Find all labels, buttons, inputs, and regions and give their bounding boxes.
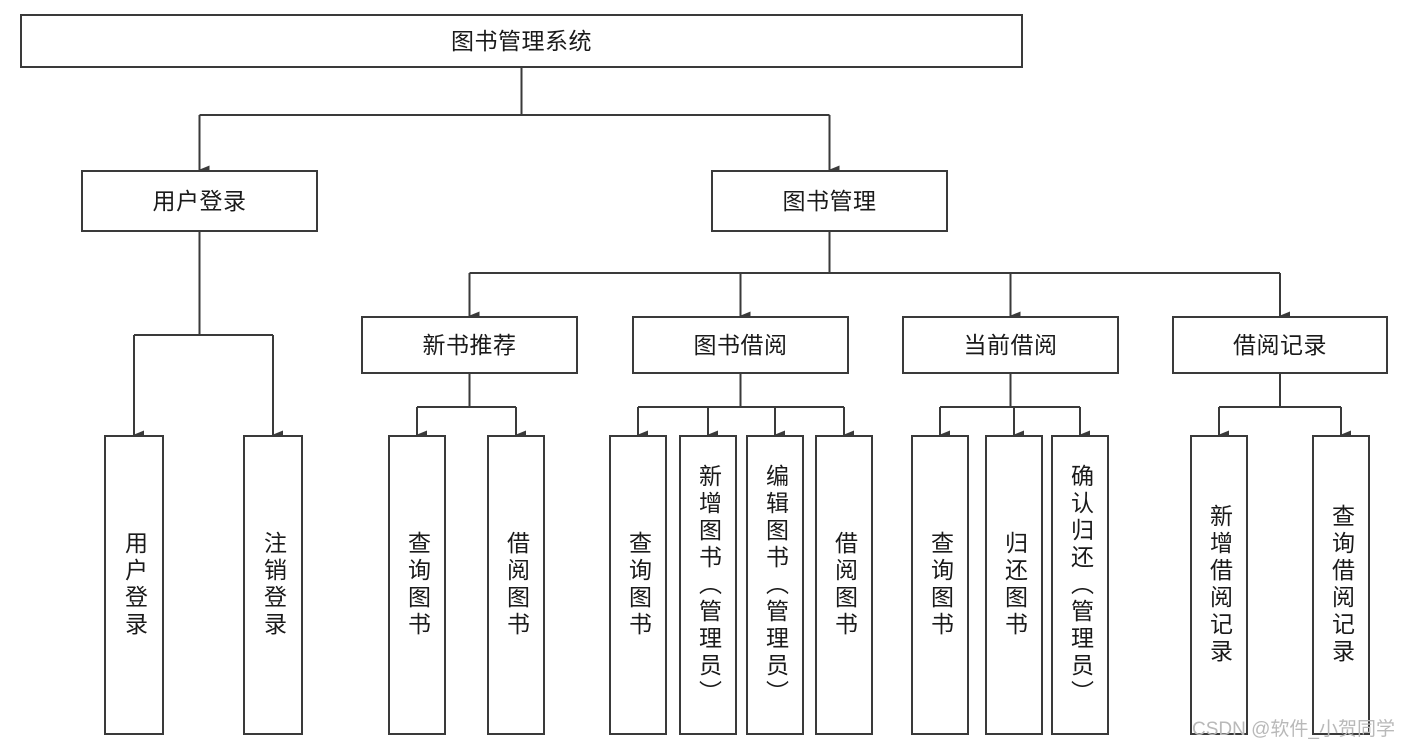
node-user-login[interactable]: 用户登录: [81, 170, 318, 232]
node-root[interactable]: 图书管理系统: [20, 14, 1023, 68]
node-new-book-rec[interactable]: 新书推荐: [361, 316, 578, 374]
node-label: 查询图书: [927, 531, 954, 639]
csdn-watermark: CSDN @软件_小贺同学: [1192, 719, 1395, 740]
node-label: 用户登录: [121, 531, 148, 639]
node-label: 图书借阅: [693, 331, 788, 358]
node-label: 图书管理: [782, 187, 877, 214]
node-leaf-logout[interactable]: 注销登录: [243, 435, 303, 735]
node-label: 编辑图书（管理员）: [762, 463, 789, 707]
node-label: 借阅图书: [503, 531, 530, 639]
edge-group: [132, 68, 1351, 440]
node-label: 新增图书（管理员）: [695, 463, 722, 707]
node-current-borrow[interactable]: 当前借阅: [902, 316, 1119, 374]
node-label: 用户登录: [152, 187, 247, 214]
node-book-borrow[interactable]: 图书借阅: [632, 316, 849, 374]
node-leaf-edit-book[interactable]: 编辑图书（管理员）: [746, 435, 804, 735]
node-label: 当前借阅: [963, 331, 1058, 358]
node-label: 注销登录: [260, 531, 287, 639]
node-borrow-record[interactable]: 借阅记录: [1172, 316, 1388, 374]
node-label: 图书管理系统: [451, 27, 592, 54]
node-label: 借阅记录: [1233, 331, 1327, 358]
node-leaf-confirm-return[interactable]: 确认归还（管理员）: [1051, 435, 1109, 735]
node-label: 确认归还（管理员）: [1067, 463, 1094, 707]
node-label: 查询图书: [404, 531, 431, 639]
node-label: 新书推荐: [422, 331, 517, 358]
node-label: 借阅图书: [831, 531, 858, 639]
node-label: 新增借阅记录: [1206, 504, 1233, 666]
node-leaf-query-record[interactable]: 查询借阅记录: [1312, 435, 1370, 735]
node-leaf-user-login[interactable]: 用户登录: [104, 435, 164, 735]
node-label: 查询图书: [625, 531, 652, 639]
node-leaf-query-book-1[interactable]: 查询图书: [388, 435, 446, 735]
node-leaf-borrow-book-1[interactable]: 借阅图书: [487, 435, 545, 735]
node-leaf-borrow-book-2[interactable]: 借阅图书: [815, 435, 873, 735]
node-label: 归还图书: [1001, 531, 1028, 639]
node-leaf-return-book[interactable]: 归还图书: [985, 435, 1043, 735]
node-leaf-add-record[interactable]: 新增借阅记录: [1190, 435, 1248, 735]
node-leaf-query-book-3[interactable]: 查询图书: [911, 435, 969, 735]
node-leaf-add-book[interactable]: 新增图书（管理员）: [679, 435, 737, 735]
node-label: 查询借阅记录: [1328, 504, 1355, 666]
node-leaf-query-book-2[interactable]: 查询图书: [609, 435, 667, 735]
node-book-manage[interactable]: 图书管理: [711, 170, 948, 232]
